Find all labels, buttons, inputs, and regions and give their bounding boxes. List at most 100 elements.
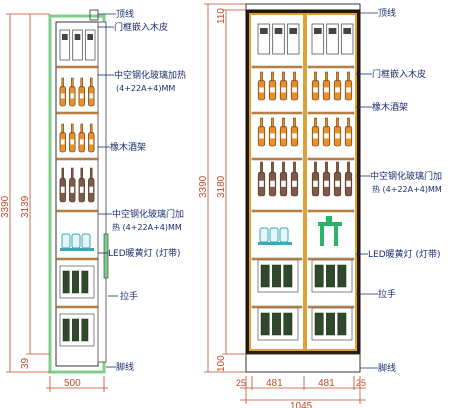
bottle-neck [282, 71, 285, 82]
front-view: 3390 3180 110 100 25 481 481 25 1045 顶线 … [198, 3, 442, 408]
box-label [260, 28, 268, 34]
front-right-shelf [307, 65, 355, 69]
side-width: 500 [64, 378, 81, 389]
bottle-neck [260, 161, 263, 174]
box-label [289, 28, 297, 34]
box-label [314, 28, 322, 34]
case-bottle [272, 264, 281, 288]
front-width-right-door: 481 [318, 378, 335, 389]
box-pack-icon [311, 23, 354, 55]
bottle-label [324, 180, 329, 187]
side-shelf [55, 111, 99, 115]
side-label-led: LED暖黄灯 (灯带) [108, 247, 181, 259]
bottle-label [60, 139, 65, 145]
bottle-label [335, 180, 340, 187]
front-left-shelf [251, 65, 303, 69]
figure-head [326, 216, 332, 222]
bottle-neck [71, 77, 74, 88]
bottle-label [259, 87, 264, 93]
bottle-label [346, 133, 351, 139]
case-bottle [283, 264, 293, 288]
wine-box [311, 23, 325, 55]
side-shelf [55, 65, 99, 69]
bottle-row-icon [257, 71, 299, 101]
case-bottle [337, 312, 347, 336]
wine-case-icon [59, 265, 95, 299]
wine-box [272, 23, 285, 55]
cup [259, 227, 269, 243]
bottle-neck [336, 161, 339, 174]
front-base-height: 100 [216, 355, 227, 372]
bottle-label [292, 87, 297, 93]
cup-set-icon [60, 233, 94, 251]
bottle-neck [271, 161, 274, 174]
bottle-label [79, 186, 84, 193]
large-bottle-row-icon [59, 167, 95, 203]
bottle-row-icon [311, 117, 353, 147]
box-label [343, 28, 351, 34]
wine-box [257, 23, 271, 55]
side-label-door-veneer: 门框嵌入木皮 [114, 21, 168, 33]
bottle-neck [293, 161, 296, 174]
bottle-neck [282, 161, 285, 174]
side-label-glass-door: 中空钢化玻璃门加 [112, 208, 184, 220]
large-bottle-row-icon [311, 161, 353, 197]
bottle-row-icon [257, 117, 299, 147]
side-handle [103, 233, 109, 279]
bottle-neck [314, 161, 317, 174]
wine-box [286, 23, 300, 55]
front-base [245, 353, 361, 373]
cup [279, 227, 289, 243]
bottle-neck [271, 117, 274, 128]
case-bottle [326, 264, 335, 288]
front-left-shelf [251, 209, 303, 213]
wine-box [340, 23, 354, 55]
bottle-neck [325, 71, 328, 82]
front-label-top-line: 顶线 [378, 7, 396, 19]
bottle-label [281, 180, 286, 187]
bottle-neck [61, 77, 64, 88]
bottle-neck [314, 117, 317, 128]
cup-tray [258, 242, 292, 245]
bottle-neck [314, 71, 317, 82]
front-label-handle: 拉手 [378, 288, 396, 300]
bottle-neck [61, 123, 64, 134]
front-right-shelf [307, 111, 355, 115]
bottle-neck [80, 123, 83, 134]
wine-case-icon [311, 307, 353, 341]
front-label-glass-door-spec: 热 (4+22A+4)MM [372, 184, 442, 194]
case-bottle [283, 312, 293, 336]
cup-tray [60, 248, 94, 251]
front-top-line [245, 3, 361, 11]
bottle-neck [80, 167, 83, 180]
wine-box [84, 29, 96, 61]
bottle-neck [325, 161, 328, 174]
side-shelf [55, 257, 99, 261]
bottle-label [270, 180, 275, 187]
side-inner-height: 3139 [20, 195, 31, 218]
front-width-side-right: 25 [356, 378, 366, 388]
case-bottle [272, 312, 281, 336]
case-bottle [72, 318, 79, 342]
bottle-neck [347, 117, 350, 128]
side-door-edge [97, 21, 107, 363]
side-label-glass-heat: 中空钢化玻璃加热 [114, 69, 186, 81]
bottle-neck [90, 123, 93, 134]
box-pack-icon [257, 23, 300, 55]
side-view: 3390 3139 39 500 顶线 门框嵌入木皮 中空钢化玻璃加热 (4+2… [0, 8, 186, 392]
box-label [74, 34, 81, 40]
front-width-side-left: 25 [236, 378, 246, 388]
box-label [274, 28, 283, 34]
bottle-neck [293, 117, 296, 128]
bottle-neck [260, 117, 263, 128]
bottle-neck [347, 161, 350, 174]
bottle-label [89, 139, 94, 145]
side-total-height: 3390 [0, 195, 11, 218]
bottle-label [270, 87, 275, 93]
bottle-label [335, 87, 340, 93]
bottle-neck [347, 71, 350, 82]
bottle-label [335, 133, 340, 139]
bottle-label [281, 133, 286, 139]
figure-leg [334, 226, 338, 246]
